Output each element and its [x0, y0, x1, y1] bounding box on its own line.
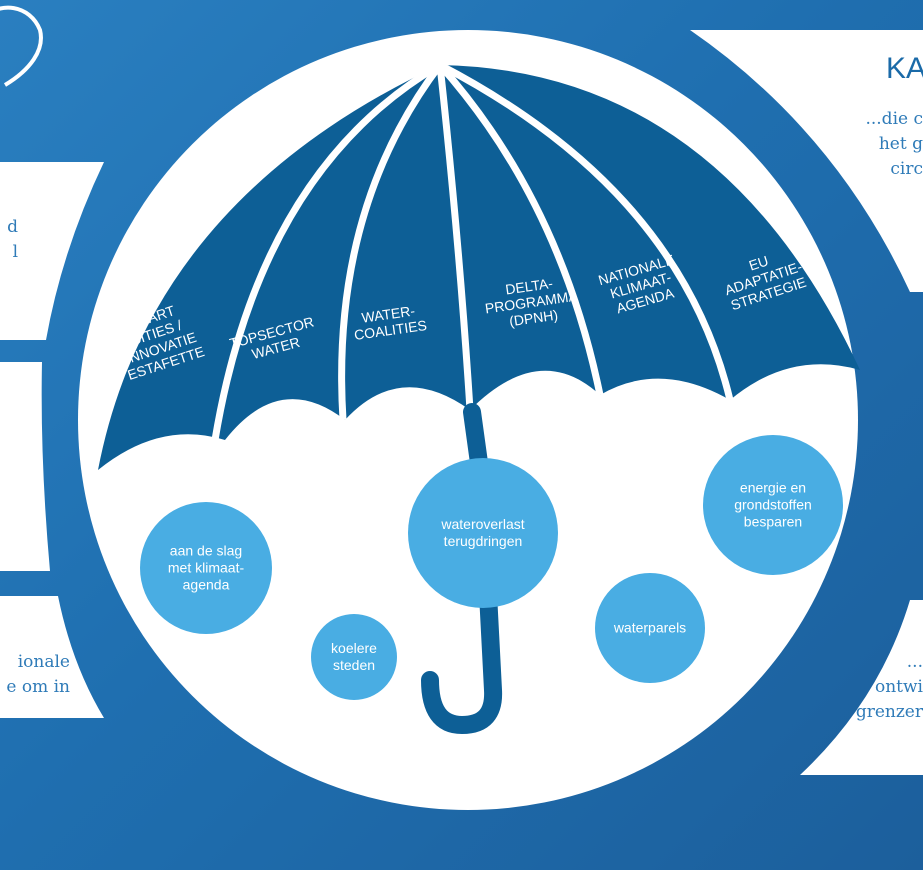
bubble-label-waterparels: waterparels [613, 619, 687, 636]
bubble-wateroverlast [408, 458, 558, 608]
bubble-klimaatagenda [140, 502, 272, 634]
bubble-energie [703, 435, 843, 575]
right-panel-title: KA [886, 52, 923, 85]
umbrella-canopy [98, 65, 860, 470]
umbrella-ribs [211, 61, 734, 441]
left-top-text: d l [7, 217, 18, 262]
right-bottom-text: ... ontwi grenzer [855, 652, 923, 722]
left-panel-bottom [0, 596, 104, 718]
right-top-text: ...die c het g circ [865, 109, 923, 179]
umbrella-segment-label-1: SMARTCITIES /INNOVATIEESTAFETTE [111, 297, 207, 383]
heart-outline-icon [0, 5, 43, 87]
left-panel-middle [0, 362, 50, 571]
bubble-koelere-steden [311, 614, 397, 700]
bubble-waterparels [595, 573, 705, 683]
right-panel-top [690, 30, 923, 292]
left-panel-top [0, 162, 104, 340]
left-bottom-text: ionale e om in [6, 652, 70, 697]
right-panel-bottom [800, 600, 923, 775]
umbrella-segment-label-4: DELTA-PROGRAMMA(DPNH) [482, 272, 582, 333]
